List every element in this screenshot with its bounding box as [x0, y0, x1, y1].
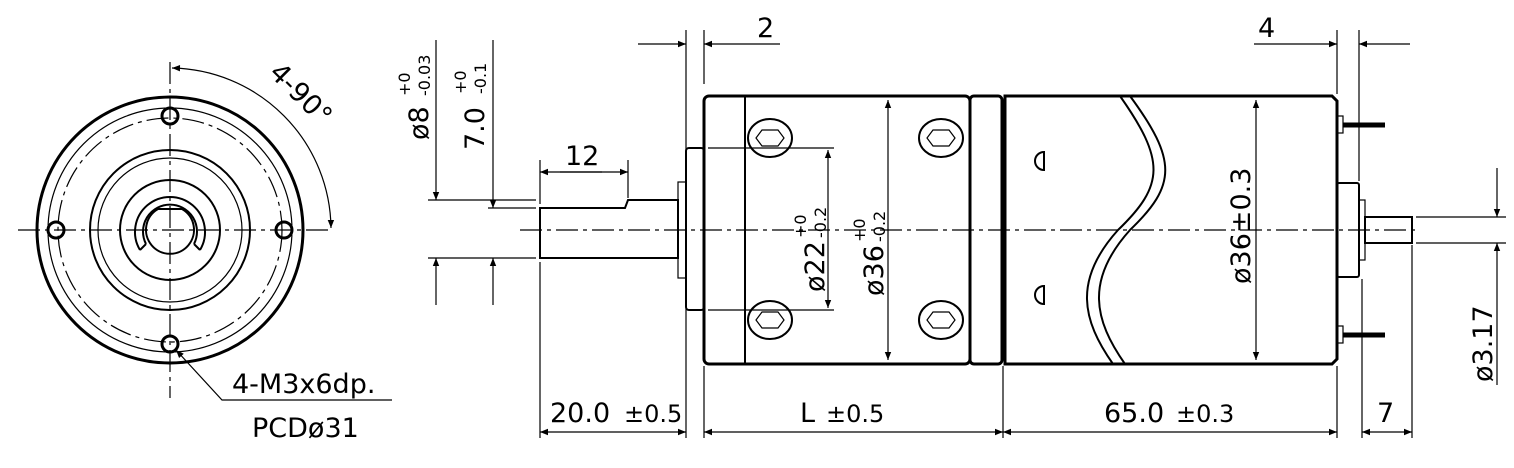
angle-arc: [171, 64, 335, 229]
dim-pilot-diameter: ø22: [800, 241, 831, 292]
dim-shaft-diameter: ø8: [404, 106, 435, 140]
motor-vent-bottom: [1034, 284, 1045, 306]
hex-screw-bottom-right: [918, 300, 964, 340]
motor-vent-top: [1034, 150, 1045, 172]
hex-screw-top-right: [918, 118, 964, 158]
motor-body: [1003, 94, 1339, 366]
dim-gearbox-diameter-tol-lower: -0.2: [870, 211, 889, 242]
front-outer-circle: [35, 95, 305, 365]
dim-gearbox-length: L: [800, 398, 815, 429]
dimensions: 2 4 12 ø8 +0 -0.03 7.0 +0 -0.1 ø22 +0: [395, 13, 1506, 438]
dim-flange-gap: 2: [757, 13, 774, 44]
rear-shaft: [1364, 216, 1413, 244]
side-view: [520, 94, 1420, 366]
dim-7-group: 7.0 +0 -0.1: [451, 63, 491, 150]
hole-callout-leader: [175, 349, 392, 401]
output-shaft: [539, 199, 679, 259]
angle-label: 4-90°: [263, 57, 338, 132]
front-boss-inner-circle: [97, 157, 243, 303]
dim-shaft-diameter-tol-upper: +0: [395, 72, 414, 96]
gearbox-ring: [968, 94, 1004, 366]
dim-motor-length-tol: ±0.3: [1176, 400, 1234, 428]
dim-d8-group: ø8 +0 -0.03: [395, 55, 435, 140]
dim-d36-gearbox-group: ø36 +0 -0.2: [850, 211, 890, 296]
dim-end-cap: 4: [1258, 13, 1275, 44]
mounting-hole-left: [46, 220, 66, 240]
retaining-clip-ends: [139, 243, 201, 251]
front-view: 4-90° 4-M3x6dp. PCDø31: [18, 57, 392, 444]
break-line-2: [1098, 95, 1167, 365]
dim-flat-height-tol-lower: -0.1: [471, 63, 490, 94]
retaining-clip-outer: [134, 195, 206, 251]
dim-gearbox-diameter: ø36: [859, 245, 890, 296]
hex-screw-bottom-left: [747, 300, 793, 340]
dim-gearbox-diameter-tol-upper: +0: [850, 218, 869, 242]
dim-motor-diameter: ø36±0.3: [1226, 168, 1257, 284]
dim-flat-height-tol-upper: +0: [451, 70, 470, 94]
dim-shaft-extension-tol: ±0.5: [624, 400, 682, 428]
break-line-1: [1086, 95, 1155, 365]
dim-gearbox-length-tol: ±0.5: [826, 400, 884, 428]
dim-shaft-diameter-tol-lower: -0.03: [415, 55, 434, 96]
dim-rear-shaft-length: 7: [1377, 398, 1394, 429]
dim-d22-group: ø22 +0 -0.2: [791, 207, 831, 292]
dim-shaft-length: 12: [565, 141, 599, 172]
pcd-spec-label: PCDø31: [252, 413, 359, 444]
dim-flat-height: 7.0: [460, 107, 491, 150]
front-boss-outer-circle: [89, 149, 251, 311]
retaining-clip-inner: [142, 203, 198, 245]
dim-pilot-diameter-tol-upper: +0: [791, 214, 810, 238]
pcd-circle: [57, 117, 283, 343]
dim-rear-shaft-diameter: ø3.17: [1468, 305, 1499, 382]
hex-screw-top-left: [747, 118, 793, 158]
pilot-flange: [685, 147, 705, 311]
mounting-hole-bottom: [160, 334, 180, 354]
dim-motor-length: 65.0: [1104, 398, 1164, 429]
dim-pilot-diameter-tol-lower: -0.2: [811, 207, 830, 238]
bearing-circle: [119, 179, 221, 281]
dim-shaft-extension: 20.0: [550, 398, 610, 429]
hole-spec-label: 4-M3x6dp.: [232, 369, 375, 400]
